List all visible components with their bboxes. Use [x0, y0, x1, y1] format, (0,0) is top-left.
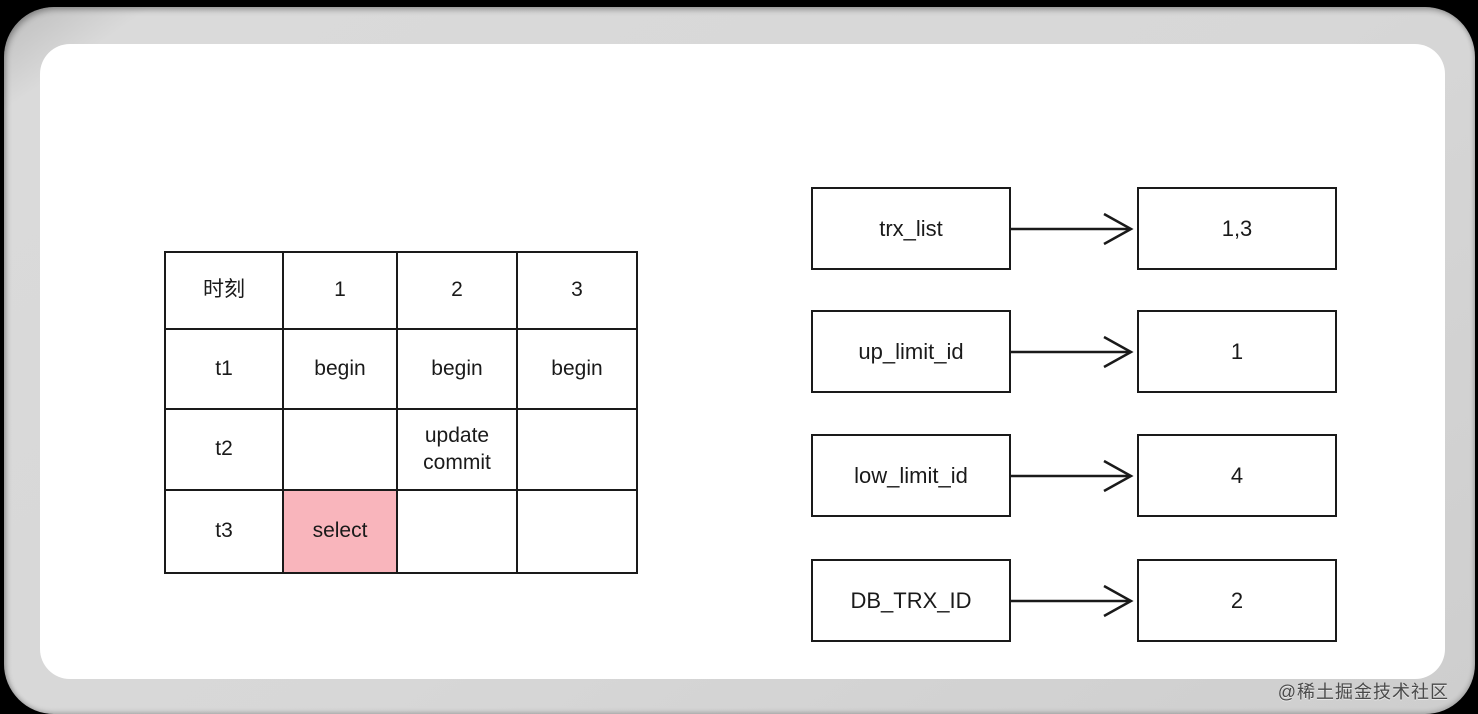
header-cell-trx1: 1 — [282, 251, 398, 330]
readview-value-box: 1 — [1137, 310, 1337, 393]
header-cell-trx3: 3 — [516, 251, 638, 330]
table-row-t2: t2 update commit — [164, 408, 638, 491]
table-row-t3: t3 select — [164, 489, 638, 574]
row-label-t3: t3 — [164, 489, 284, 574]
juejin-watermark: @稀土掘金技术社区 — [1277, 682, 1449, 702]
timeline-table: 时刻 1 2 3 t1 begin begin begin t2 update … — [164, 251, 638, 574]
readview-label-box: trx_list — [811, 187, 1011, 270]
row-label-t2: t2 — [164, 408, 284, 491]
readview-row-db-trx-id: DB_TRX_ID 2 — [811, 559, 1337, 642]
screenshot-card-frame: 时刻 1 2 3 t1 begin begin begin t2 update … — [4, 7, 1475, 714]
cell-t1-trx1: begin — [282, 328, 398, 410]
arrow-right-icon — [1011, 212, 1134, 245]
readview-value-box: 2 — [1137, 559, 1337, 642]
cell-t1-trx2: begin — [396, 328, 518, 410]
cell-t2-trx2: update commit — [396, 408, 518, 491]
cell-t3-trx3 — [516, 489, 638, 574]
header-cell-time: 时刻 — [164, 251, 284, 330]
readview-value-box: 4 — [1137, 434, 1337, 517]
arrow-right-icon — [1011, 584, 1134, 617]
cell-t1-trx3: begin — [516, 328, 638, 410]
content-panel: 时刻 1 2 3 t1 begin begin begin t2 update … — [40, 44, 1445, 679]
readview-row-trx-list: trx_list 1,3 — [811, 187, 1337, 270]
cell-t3-trx2 — [396, 489, 518, 574]
header-cell-trx2: 2 — [396, 251, 518, 330]
readview-row-up-limit-id: up_limit_id 1 — [811, 310, 1337, 393]
cell-t2-trx1 — [282, 408, 398, 491]
row-label-t1: t1 — [164, 328, 284, 410]
cell-t2-trx3 — [516, 408, 638, 491]
readview-value-box: 1,3 — [1137, 187, 1337, 270]
readview-label-box: DB_TRX_ID — [811, 559, 1011, 642]
table-header-row: 时刻 1 2 3 — [164, 251, 638, 330]
table-row-t1: t1 begin begin begin — [164, 328, 638, 410]
cell-t3-trx1-highlighted: select — [282, 489, 398, 574]
readview-row-low-limit-id: low_limit_id 4 — [811, 434, 1337, 517]
arrow-right-icon — [1011, 335, 1134, 368]
readview-label-box: low_limit_id — [811, 434, 1011, 517]
readview-label-box: up_limit_id — [811, 310, 1011, 393]
arrow-right-icon — [1011, 459, 1134, 492]
